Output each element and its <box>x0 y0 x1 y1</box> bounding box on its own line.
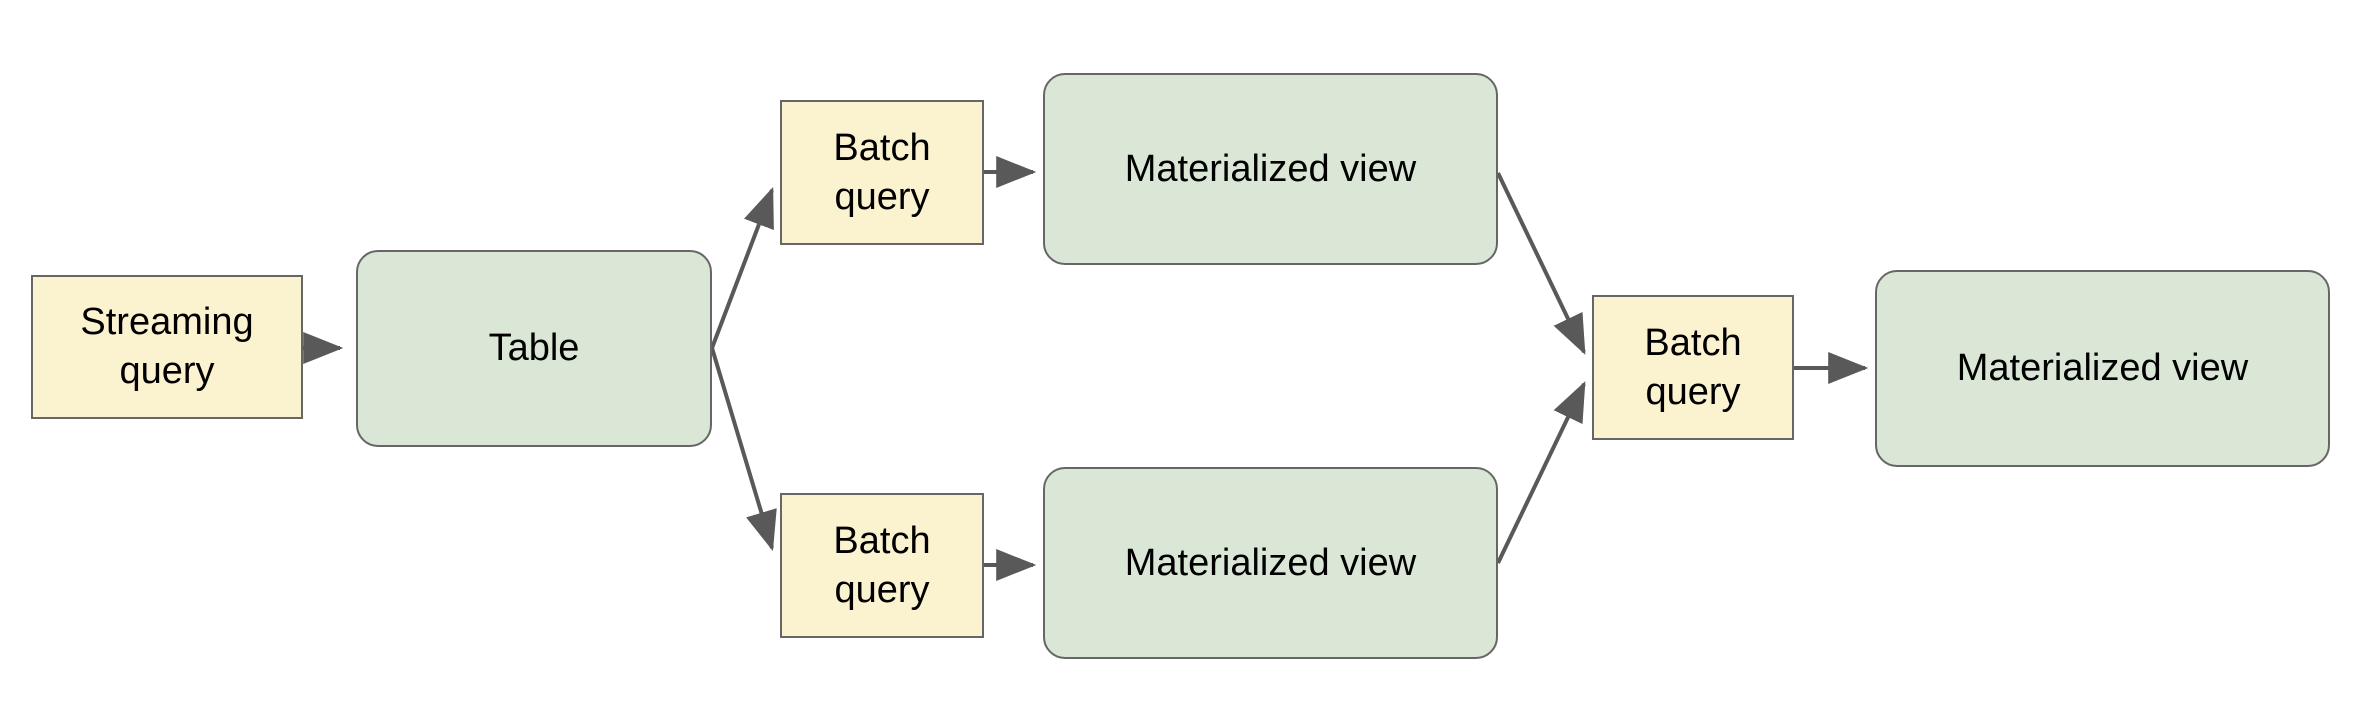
node-batch-query-join-label: Batch query <box>1644 321 1742 413</box>
node-table-label: Table <box>488 327 580 370</box>
node-materialized-view-bottom-label: Materialized view <box>1124 541 1417 584</box>
node-batch-query-top-label: Batch query <box>833 126 931 218</box>
node-streaming-query-label: Streaming query <box>80 301 254 392</box>
node-materialized-view-final[interactable]: Materialized view <box>1875 270 2330 467</box>
node-streaming-query[interactable]: Streaming query <box>31 275 303 419</box>
edge-view-top-to-batch-join <box>1496 172 1586 355</box>
node-materialized-view-top[interactable]: Materialized view <box>1043 73 1498 265</box>
node-materialized-view-top-label: Materialized view <box>1124 147 1417 190</box>
node-table[interactable]: Table <box>356 250 712 447</box>
node-batch-query-top[interactable]: Batch query <box>780 100 984 245</box>
node-batch-query-bottom-label: Batch query <box>833 519 931 611</box>
node-batch-query-join[interactable]: Batch query <box>1592 295 1794 440</box>
node-batch-query-bottom[interactable]: Batch query <box>780 493 984 638</box>
edge-view-bottom-to-batch-join <box>1496 381 1586 564</box>
edge-table-to-batch-bottom <box>710 347 777 552</box>
edge-table-to-batch-top <box>710 187 774 349</box>
node-materialized-view-bottom[interactable]: Materialized view <box>1043 467 1498 659</box>
node-materialized-view-final-label: Materialized view <box>1956 347 2249 390</box>
